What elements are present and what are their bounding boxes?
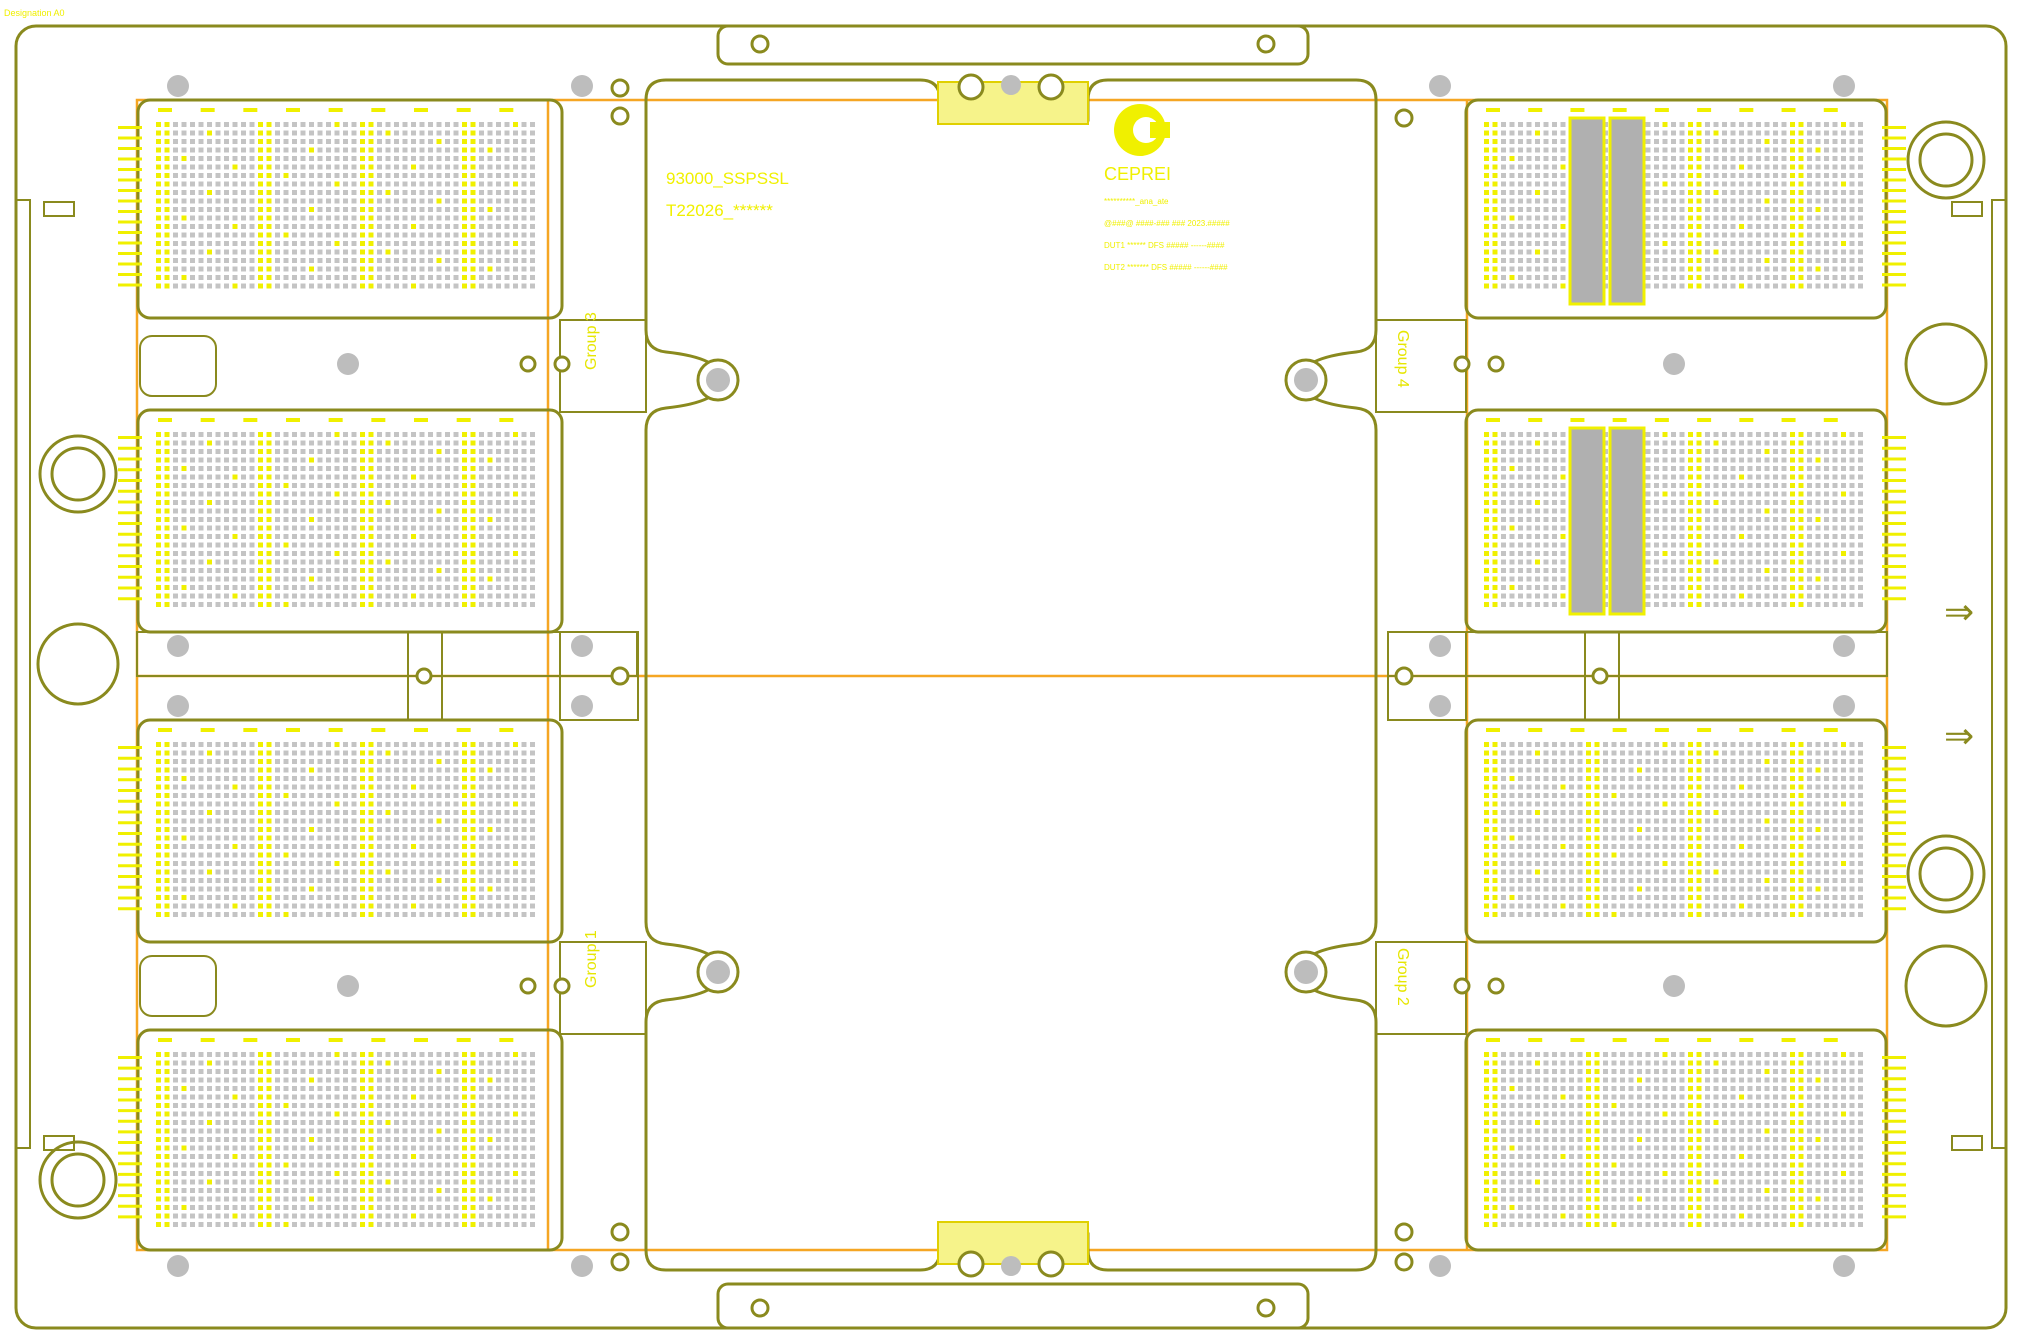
right-upper-bracket: [1375, 319, 1467, 413]
top-clamp-hole-left: [750, 34, 770, 54]
left-mid-bracket: [136, 631, 638, 677]
group-label-right-upper: Group 4: [1394, 330, 1411, 388]
info-line-4: DUT2 ******* DFS ##### ------####: [1104, 263, 1228, 272]
top-clamp: [716, 24, 1310, 66]
left-lower-cutout: [139, 955, 217, 1017]
bottom-screw-2: [1037, 1250, 1065, 1278]
board-serial-number: T22026_******: [666, 201, 773, 220]
group-label-left-lower: Group 1: [583, 930, 600, 988]
connector-block-right-3: [1464, 718, 1906, 944]
center-dut-area: [644, 78, 1378, 1272]
left-upper-cutout: [139, 335, 217, 397]
arrow-icon-lower: ⇒: [1944, 715, 1974, 756]
info-line-1: **********_ana_ate: [1104, 197, 1169, 206]
right-lower-bracket: [1375, 941, 1467, 1035]
group-label-left-upper: Group 3: [583, 312, 600, 370]
left-upper-bracket: [559, 319, 647, 413]
bottom-screw-1: [957, 1250, 985, 1278]
logo-text: CEPREI: [1104, 164, 1171, 184]
right-mid-bracket: [1387, 631, 1888, 677]
top-screw-2: [1037, 73, 1065, 101]
ceprei-logo-icon: [1114, 104, 1170, 156]
arrow-icon-upper: ⇒: [1944, 591, 1974, 632]
connector-block-right-4: [1464, 1028, 1906, 1252]
ic-chip: [1568, 426, 1606, 616]
left-lower-bracket: [559, 941, 647, 1035]
bottom-clamp: [716, 1282, 1310, 1330]
board-part-number: 93000_SSPSSL: [666, 169, 789, 188]
bottom-clamp-hole-right: [1256, 1298, 1276, 1318]
info-line-2: @###@ ####-### ### 2023.#####: [1104, 219, 1230, 228]
alignment-pads: [167, 75, 1855, 1277]
right-mid-box: [1387, 631, 1467, 721]
group-label-right-lower: Group 2: [1394, 948, 1411, 1006]
top-screw-1: [957, 73, 985, 101]
board-inner-strip-left: [15, 199, 31, 1149]
board-inner-strip-right: [1991, 199, 2007, 1149]
side-connector-stubs: [43, 201, 1983, 1151]
bottom-clamp-hole-left: [750, 1298, 770, 1318]
left-mid-box: [559, 631, 639, 721]
connector-block-left-4: [118, 1028, 564, 1252]
connector-block-right-1: [1464, 98, 1906, 320]
top-clamp-hole-right: [1256, 34, 1276, 54]
info-line-3: DUT1 ****** DFS ##### ------####: [1104, 241, 1225, 250]
top-pad-center: [1001, 75, 1021, 95]
connector-block-left-1: [118, 98, 564, 320]
ic-chip: [1568, 116, 1606, 306]
ic-chip: [1608, 116, 1646, 306]
connector-block-left-3: [118, 718, 564, 944]
bottom-pad-center: [1001, 1256, 1021, 1276]
ic-chip: [1608, 426, 1646, 616]
small-holes: [415, 78, 1609, 1272]
connector-block-left-2: [118, 408, 564, 634]
center-mount-holes: [696, 358, 1328, 994]
side-mount-holes: [36, 120, 1988, 1220]
corner-label: Designation A0: [4, 8, 65, 18]
connector-block-right-2: [1464, 408, 1906, 634]
connector-blocks: [118, 98, 1906, 1252]
